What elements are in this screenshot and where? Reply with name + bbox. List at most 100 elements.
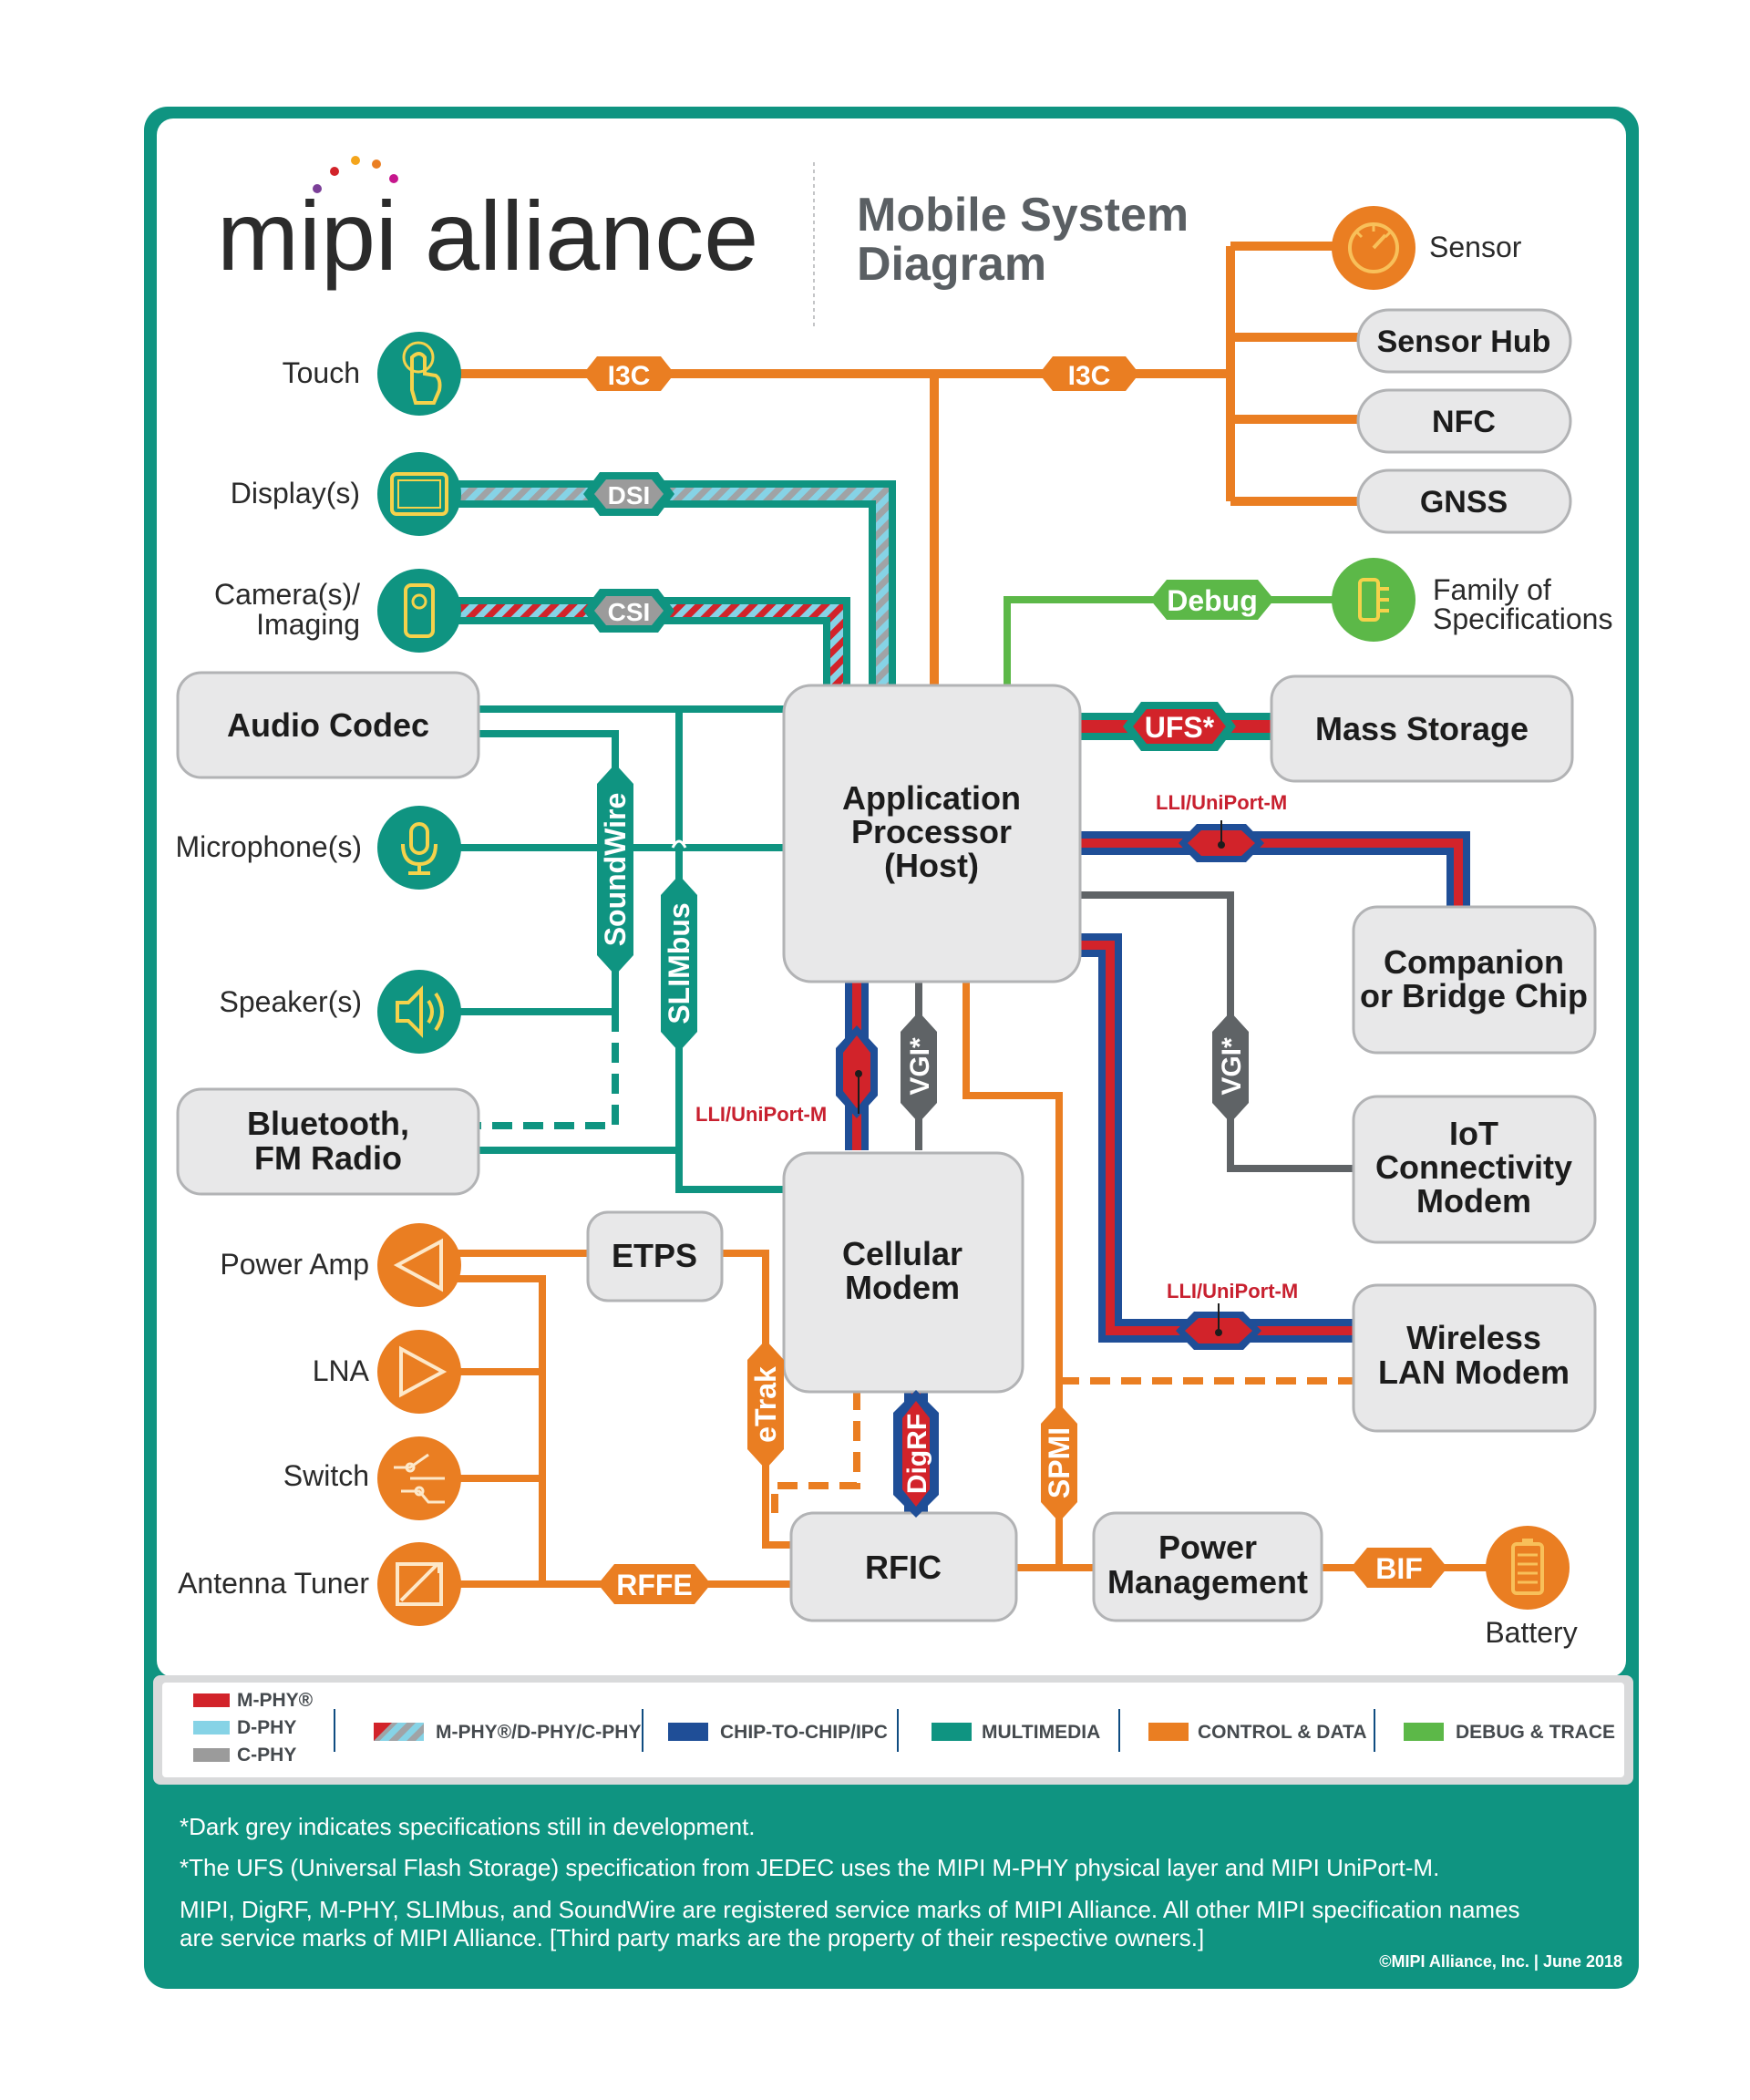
title-line-1: Mobile System bbox=[857, 189, 1189, 242]
iot-label-1: IoT bbox=[1449, 1115, 1498, 1152]
ap-label-1: Application bbox=[842, 779, 1021, 817]
speaker-label: Speaker(s) bbox=[220, 985, 363, 1018]
slimbus-text: SLIMbus bbox=[663, 902, 695, 1024]
bluetooth-box bbox=[176, 1087, 480, 1196]
microphone-icon bbox=[377, 806, 461, 890]
logo-dot bbox=[372, 160, 381, 169]
iot-label-3: Modem bbox=[1416, 1182, 1531, 1220]
lli-companion-tag: LLI/UniPort-M bbox=[1156, 791, 1287, 862]
touch-label: Touch bbox=[283, 356, 360, 389]
microphone-label: Microphone(s) bbox=[175, 830, 362, 863]
legend-cphy-swatch bbox=[193, 1748, 230, 1762]
footer-note-3-line-1: MIPI, DigRF, M-PHY, SLIMbus, and SoundWi… bbox=[180, 1896, 1520, 1923]
companion-label-2: or Bridge Chip bbox=[1360, 977, 1588, 1014]
switch-label: Switch bbox=[283, 1459, 369, 1492]
spmi-tag: SPMI bbox=[1041, 1404, 1077, 1522]
i3c-left-tag: I3C bbox=[583, 356, 674, 391]
csi-tag: CSI bbox=[583, 589, 674, 633]
debug-tag: Debug bbox=[1150, 580, 1274, 620]
legend-control-label: CONTROL & DATA bbox=[1198, 1722, 1366, 1743]
legend-panel bbox=[162, 1683, 1624, 1777]
bif-tag: BIF bbox=[1351, 1548, 1447, 1588]
companion-label-1: Companion bbox=[1384, 943, 1564, 981]
component-boxes bbox=[176, 308, 1597, 1622]
rfic-box bbox=[789, 1511, 1018, 1622]
switch-icon bbox=[377, 1436, 461, 1520]
vgi-left-tag: VGI* bbox=[901, 1012, 937, 1123]
camera-label-1: Camera(s)/ bbox=[214, 578, 360, 611]
power-amp-icon bbox=[377, 1223, 461, 1307]
legend-mphy-label: M-PHY® bbox=[237, 1690, 314, 1711]
iot-modem-box bbox=[1352, 1095, 1597, 1244]
family-label-1: Family of bbox=[1433, 573, 1551, 606]
sensor-hub-label: Sensor Hub bbox=[1377, 324, 1551, 359]
audio-codec-box bbox=[176, 671, 480, 779]
lli-modem-text: LLI/UniPort-M bbox=[695, 1103, 827, 1126]
legend-cphy-label: C-PHY bbox=[237, 1745, 296, 1765]
lna-label: LNA bbox=[313, 1354, 370, 1387]
lna-icon bbox=[377, 1330, 461, 1414]
copyright: ©MIPI Alliance, Inc. | June 2018 bbox=[1379, 1952, 1622, 1971]
mipi-logo: mipi alliance bbox=[217, 156, 758, 291]
connections bbox=[456, 242, 1495, 1588]
lli-modem-tag: LLI/UniPort-M bbox=[695, 1025, 878, 1126]
logo-dot bbox=[389, 174, 398, 183]
slimbus-tag: SLIMbus bbox=[661, 839, 697, 1052]
rffe-bus-vertical bbox=[456, 1275, 546, 1584]
slimbus-line bbox=[675, 709, 784, 1193]
family-label-2: Specifications bbox=[1433, 602, 1612, 635]
csi-text: CSI bbox=[608, 598, 651, 626]
legend-multimedia-label: MULTIMEDIA bbox=[982, 1722, 1100, 1743]
sensor-hub-box bbox=[1356, 308, 1572, 374]
logo-dot bbox=[330, 167, 339, 176]
vgi-right-tag: VGI* bbox=[1212, 1012, 1249, 1123]
legend-combo-label: M-PHY®/D-PHY/C-PHY bbox=[436, 1722, 641, 1743]
csi-line-inner bbox=[456, 604, 843, 693]
ap-label-3: (Host) bbox=[884, 847, 979, 884]
footer-note-2: *The UFS (Universal Flash Storage) speci… bbox=[180, 1854, 1439, 1881]
display-icon bbox=[377, 452, 461, 536]
application-processor-box bbox=[782, 684, 1082, 983]
camera-icon bbox=[377, 569, 461, 653]
i3c-left-text: I3C bbox=[608, 361, 651, 391]
digrf-tag: DigRF bbox=[893, 1390, 939, 1518]
etrak-tag: eTrak bbox=[747, 1340, 784, 1469]
logo-wordmark: mipi alliance bbox=[217, 180, 758, 291]
etps-box bbox=[586, 1210, 724, 1302]
antenna-tuner-icon bbox=[377, 1542, 461, 1626]
pm-label-2: Management bbox=[1107, 1563, 1308, 1601]
digrf-text: DigRF bbox=[902, 1414, 932, 1494]
i3c-right-text: I3C bbox=[1068, 361, 1111, 391]
wlan-modem-box bbox=[1352, 1283, 1597, 1433]
dsi-tag: DSI bbox=[583, 472, 674, 516]
wlan-label-1: Wireless bbox=[1406, 1319, 1541, 1356]
etps-label: ETPS bbox=[612, 1237, 697, 1274]
mass-storage-label: Mass Storage bbox=[1315, 710, 1529, 747]
audio-codec-label: Audio Codec bbox=[227, 706, 429, 744]
rfic-label: RFIC bbox=[865, 1549, 942, 1586]
spmi-text: SPMI bbox=[1043, 1427, 1076, 1498]
legend-multimedia-swatch bbox=[932, 1723, 972, 1741]
bluetooth-label-2: FM Radio bbox=[254, 1139, 402, 1177]
legend-control-swatch bbox=[1148, 1723, 1189, 1741]
ap-label-2: Processor bbox=[851, 813, 1012, 850]
wlan-label-2: LAN Modem bbox=[1378, 1354, 1570, 1391]
footer: *Dark grey indicates specifications stil… bbox=[180, 1813, 1622, 1971]
etrak-text: eTrak bbox=[749, 1366, 782, 1443]
legend-chip-swatch bbox=[668, 1723, 708, 1741]
modem-label-1: Cellular bbox=[842, 1235, 962, 1272]
iot-label-2: Connectivity bbox=[1375, 1148, 1572, 1186]
logo-dot bbox=[313, 184, 322, 193]
i3c-right-tag: I3C bbox=[1039, 356, 1139, 391]
footer-note-1: *Dark grey indicates specifications stil… bbox=[180, 1813, 756, 1840]
ufs-text: UFS* bbox=[1145, 711, 1215, 744]
legend-combo-swatch bbox=[374, 1723, 424, 1741]
bluetooth-label-1: Bluetooth, bbox=[247, 1105, 409, 1142]
logo-dot bbox=[351, 156, 360, 165]
companion-box bbox=[1352, 905, 1597, 1055]
rffe-text: RFFE bbox=[616, 1569, 693, 1601]
antenna-tuner-label: Antenna Tuner bbox=[178, 1567, 369, 1600]
legend-debug-swatch bbox=[1404, 1723, 1444, 1741]
dsi-text: DSI bbox=[608, 481, 651, 510]
